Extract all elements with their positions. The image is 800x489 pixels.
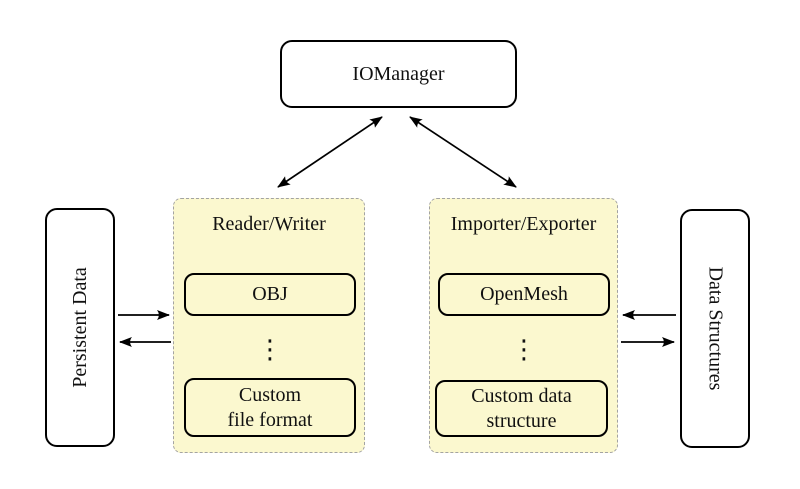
vertical-ellipsis-left: ⋮ xyxy=(257,335,283,365)
node-custom-data-structure: Custom data structure xyxy=(435,380,608,437)
node-custom-file-format-line1: Custom xyxy=(238,384,302,407)
node-custom-file-format-line2: file format xyxy=(227,408,313,431)
node-custom-data-structure-line1: Custom data xyxy=(471,385,572,408)
arrow-iomanager-importerexporter xyxy=(409,116,517,188)
arrow-iomanager-readerwriter xyxy=(277,116,383,188)
group-reader-writer-title: Reader/Writer xyxy=(212,213,326,235)
node-obj-format: OBJ xyxy=(184,273,356,316)
node-obj-format-label: OBJ xyxy=(252,283,288,306)
node-openmesh: OpenMesh xyxy=(438,273,610,316)
vertical-ellipsis-right: ⋮ xyxy=(511,335,537,365)
node-iomanager-label: IOManager xyxy=(352,62,445,85)
node-custom-data-structure-line2: structure xyxy=(486,409,557,432)
node-custom-file-format: Custom file format xyxy=(184,378,356,437)
node-data-structures: Data Structures xyxy=(680,209,750,448)
node-iomanager: IOManager xyxy=(280,40,517,108)
group-importer-exporter-title: Importer/Exporter xyxy=(450,213,597,235)
group-reader-writer: Reader/Writer xyxy=(173,198,365,453)
node-data-structures-label: Data Structures xyxy=(704,266,727,391)
group-importer-exporter: Importer/Exporter xyxy=(429,198,618,453)
node-persistent-data: Persistent Data xyxy=(45,208,115,447)
node-persistent-data-label: Persistent Data xyxy=(68,267,91,388)
node-openmesh-label: OpenMesh xyxy=(480,283,568,306)
